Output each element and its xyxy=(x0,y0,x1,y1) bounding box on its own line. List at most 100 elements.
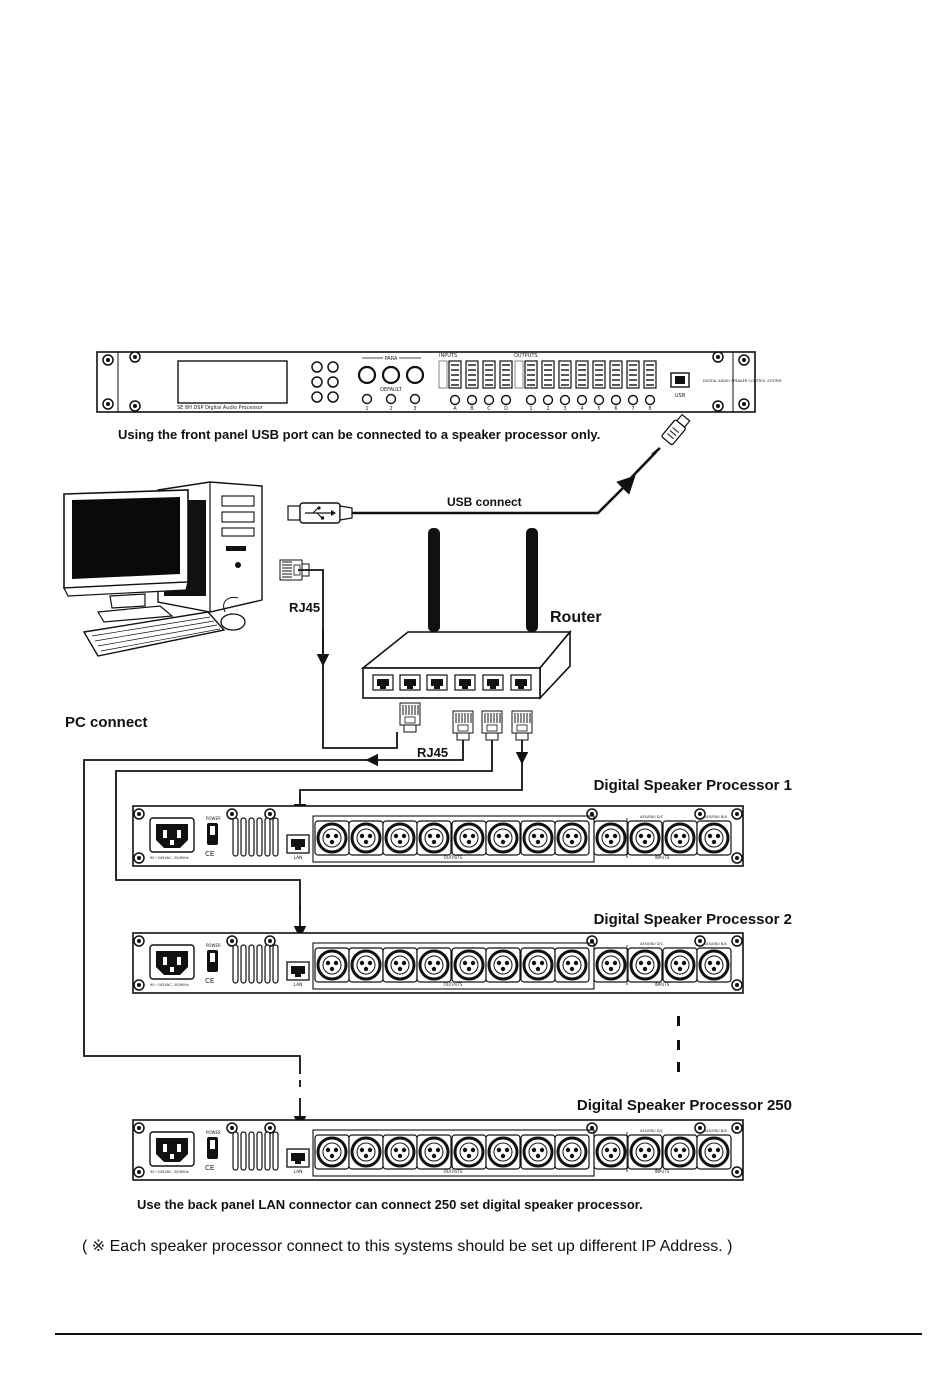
output-2-label: 2 xyxy=(546,406,549,412)
xlr-output-1[interactable] xyxy=(313,819,351,857)
input-group-label: AES/EBU B/A xyxy=(704,942,727,946)
output-8-button[interactable] xyxy=(644,394,656,406)
para-knob-1[interactable] xyxy=(357,365,377,385)
router-port-3[interactable] xyxy=(426,674,448,691)
enter-button[interactable] xyxy=(311,391,323,403)
xlr-output-3[interactable] xyxy=(381,1133,419,1171)
xlr-input-2[interactable] xyxy=(626,946,664,984)
input-d-button[interactable] xyxy=(500,394,512,406)
lan-port[interactable] xyxy=(286,961,310,981)
iec-power-inlet-icon xyxy=(149,944,195,980)
inputs-label: INPUTS xyxy=(655,1169,670,1174)
output-meter-8 xyxy=(643,360,657,389)
output-7-label: 7 xyxy=(631,406,634,412)
xlr-output-2[interactable] xyxy=(347,946,385,984)
xlr-input-1[interactable] xyxy=(592,946,630,984)
xlr-output-5[interactable] xyxy=(450,946,488,984)
bypass-button[interactable] xyxy=(311,376,323,388)
output-8-label: 8 xyxy=(648,406,651,412)
lan-port[interactable] xyxy=(286,1148,310,1168)
output-7-button[interactable] xyxy=(627,394,639,406)
desktop-computer xyxy=(63,481,263,657)
xlr-output-6[interactable] xyxy=(484,946,522,984)
xlr-input-4[interactable] xyxy=(695,819,733,857)
input-meter-b xyxy=(465,360,479,389)
xlr-output-8[interactable] xyxy=(553,1133,591,1171)
esc-button[interactable] xyxy=(327,391,339,403)
page-footer-rule xyxy=(55,1333,922,1335)
recall-button[interactable] xyxy=(327,376,339,388)
xlr-output-1[interactable] xyxy=(313,1133,351,1171)
xlr-input-3[interactable] xyxy=(661,1133,699,1171)
router-port-1[interactable] xyxy=(372,674,394,691)
xlr-output-7[interactable] xyxy=(519,946,557,984)
output-meter-2 xyxy=(541,360,555,389)
mute-button[interactable] xyxy=(327,361,339,373)
xlr-output-8[interactable] xyxy=(553,819,591,857)
xlr-output-3[interactable] xyxy=(381,819,419,857)
input-c-button[interactable] xyxy=(483,394,495,406)
iec-power-inlet-icon xyxy=(149,1131,195,1167)
para-knob-3[interactable] xyxy=(405,365,425,385)
input-a-button[interactable] xyxy=(449,394,461,406)
xlr-output-4[interactable] xyxy=(415,1133,453,1171)
knob-number-1: 1 xyxy=(365,406,368,412)
outputs-label: OUTPUTS xyxy=(444,982,463,987)
xlr-input-4[interactable] xyxy=(695,946,733,984)
xlr-input-2[interactable] xyxy=(626,819,664,857)
input-b-button[interactable] xyxy=(466,394,478,406)
xlr-input-2[interactable] xyxy=(626,1133,664,1171)
monitor-screen xyxy=(72,497,180,579)
xlr-output-3[interactable] xyxy=(381,946,419,984)
router xyxy=(360,528,572,701)
output-1-button[interactable] xyxy=(525,394,537,406)
processor-2-title: Digital Speaker Processor 2 xyxy=(594,911,792,928)
xlr-output-5[interactable] xyxy=(450,819,488,857)
default-button-2[interactable] xyxy=(385,393,397,405)
knob-number-3: 3 xyxy=(413,406,416,412)
input-d-label: D xyxy=(504,406,508,412)
xlr-output-8[interactable] xyxy=(553,946,591,984)
inputs-label: INPUTS xyxy=(655,855,670,860)
lan-port[interactable] xyxy=(286,834,310,854)
power-label: POWER xyxy=(206,816,221,821)
outputs-label: OUTPUTS xyxy=(444,1169,463,1174)
xlr-output-1[interactable] xyxy=(313,946,351,984)
router-port-5[interactable] xyxy=(482,674,504,691)
output-4-button[interactable] xyxy=(576,394,588,406)
xlr-input-1[interactable] xyxy=(592,819,630,857)
xlr-output-6[interactable] xyxy=(484,1133,522,1171)
para-knob-2[interactable] xyxy=(381,365,401,385)
xlr-output-5[interactable] xyxy=(450,1133,488,1171)
xlr-output-7[interactable] xyxy=(519,1133,557,1171)
xlr-output-2[interactable] xyxy=(347,819,385,857)
usb-icon xyxy=(305,506,336,520)
xlr-output-4[interactable] xyxy=(415,819,453,857)
xlr-output-2[interactable] xyxy=(347,1133,385,1171)
xlr-output-4[interactable] xyxy=(415,946,453,984)
output-meter-6 xyxy=(609,360,623,389)
model-label: SE 8H DSP Digital Audio Processor xyxy=(177,405,264,411)
router-port-4[interactable] xyxy=(454,674,476,691)
default-button-1[interactable] xyxy=(361,393,373,405)
xlr-input-1[interactable] xyxy=(592,1133,630,1171)
more-processors-ellipsis xyxy=(677,1016,680,1072)
output-6-button[interactable] xyxy=(610,394,622,406)
router-port-6[interactable] xyxy=(510,674,532,691)
xlr-input-3[interactable] xyxy=(661,819,699,857)
xlr-output-7[interactable] xyxy=(519,819,557,857)
volume-button[interactable] xyxy=(311,361,323,373)
xlr-input-4[interactable] xyxy=(695,1133,733,1171)
default-button-3[interactable] xyxy=(409,393,421,405)
xlr-input-3[interactable] xyxy=(661,946,699,984)
output-meter-1 xyxy=(524,360,538,389)
router-port-2[interactable] xyxy=(399,674,421,691)
output-3-button[interactable] xyxy=(559,394,571,406)
output-2-button[interactable] xyxy=(542,394,554,406)
ip-address-note: ( ※ Each speaker processor connect to th… xyxy=(82,1238,733,1255)
output-5-button[interactable] xyxy=(593,394,605,406)
lan-label: LAN xyxy=(293,982,302,988)
ce-mark: CE xyxy=(205,850,214,858)
xlr-output-6[interactable] xyxy=(484,819,522,857)
